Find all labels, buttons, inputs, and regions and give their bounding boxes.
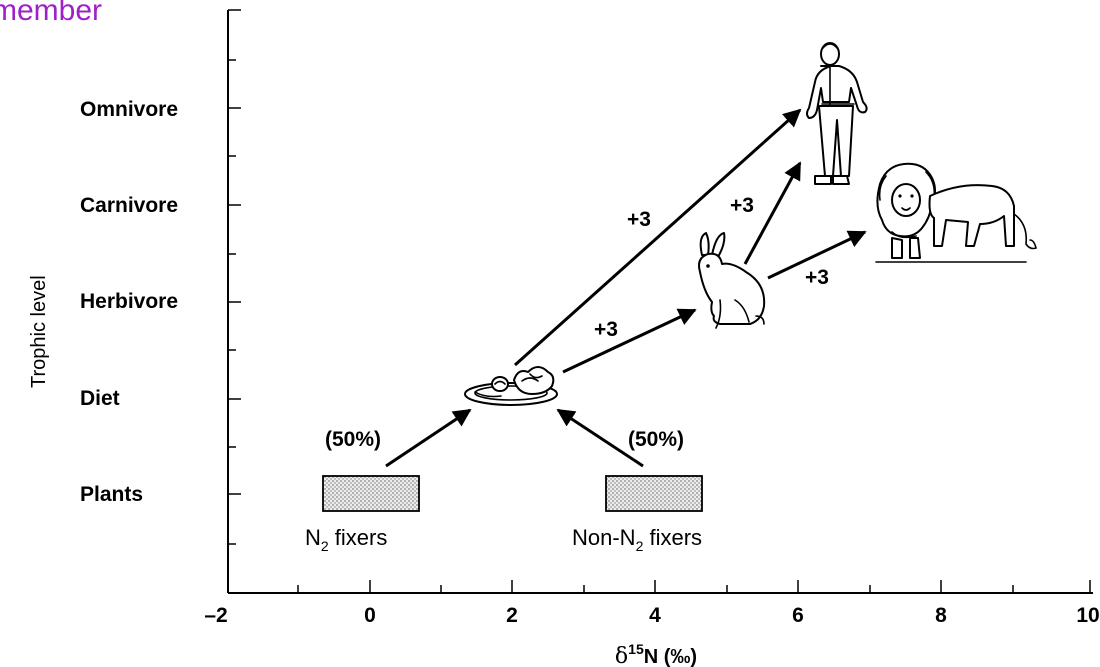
non-n2-fixers-sub: 2 — [636, 538, 644, 554]
x-tick-label: –2 — [204, 604, 227, 627]
x-axis-title: δ15N (‰) — [615, 641, 697, 667]
non-n2-fixers-box — [605, 475, 703, 512]
y-axis-ticks — [228, 59, 241, 545]
n2-fixers-share-label: (50%) — [325, 428, 381, 451]
non-n2-fixers-rest: fixers — [643, 525, 702, 550]
x-tick-label: 4 — [649, 604, 661, 627]
enrichment-label-diet-omnivore: +3 — [627, 208, 651, 231]
n2-fixers-box — [322, 475, 420, 512]
x-axis-title-rest: N (‰) — [644, 646, 697, 667]
x-axis-title-delta: δ — [615, 644, 628, 667]
x-tick-label: 2 — [506, 604, 518, 627]
x-tick-label: 6 — [792, 604, 804, 627]
arrow-diet-to-omnivore — [513, 108, 802, 367]
enrichment-label-herbivore-omnivore: +3 — [730, 194, 754, 217]
x-axis-title-sup: 15 — [628, 641, 644, 657]
arrow-non-n2-fixers-to-diet — [556, 408, 644, 468]
enrichment-label-herbivore-carnivore: +3 — [805, 266, 829, 289]
n2-fixers-rest: fixers — [329, 525, 388, 550]
x-tick-label: 8 — [935, 604, 947, 627]
food-plate-icon — [464, 366, 558, 406]
arrow-herbivore-to-carnivore — [767, 230, 867, 280]
lion-icon — [875, 162, 1037, 263]
non-n2-fixers-main: Non-N — [572, 525, 636, 550]
n2-fixers-sub: 2 — [321, 538, 329, 554]
level-label-omnivore: Omnivore — [80, 98, 178, 121]
level-label-carnivore: Carnivore — [80, 194, 178, 217]
slide-header-fragment: member — [0, 0, 102, 27]
enrichment-label-diet-herbivore: +3 — [594, 318, 618, 341]
x-tick-label: 10 — [1076, 604, 1099, 627]
rabbit-icon — [698, 232, 766, 329]
x-tick-label: 0 — [364, 604, 376, 627]
arrow-n2-fixers-to-diet — [385, 408, 472, 468]
y-axis-title: Trophic level — [28, 275, 50, 388]
level-label-plants: Plants — [80, 483, 143, 506]
non-n2-fixers-label: Non-N2 fixers — [572, 525, 702, 554]
arrow-diet-to-herbivore — [562, 308, 697, 374]
n2-fixers-main: N — [305, 525, 321, 550]
x-axis-ticks — [227, 580, 1091, 593]
level-label-herbivore: Herbivore — [80, 290, 178, 313]
arrow-herbivore-to-omnivore — [743, 161, 802, 265]
human-icon — [806, 42, 868, 185]
non-n2-fixers-share-label: (50%) — [628, 428, 684, 451]
level-label-diet: Diet — [80, 387, 120, 410]
n2-fixers-label: N2 fixers — [305, 525, 387, 554]
